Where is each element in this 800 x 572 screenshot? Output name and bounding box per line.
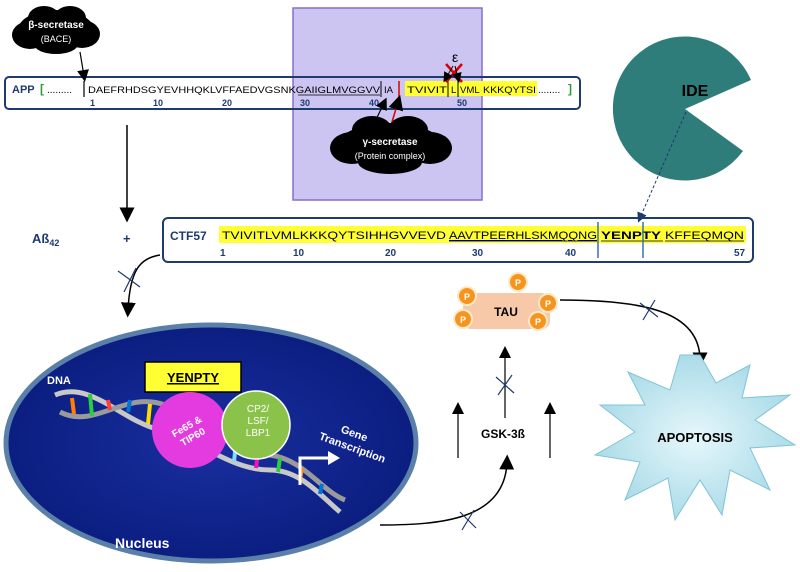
ctf57-tick-10: 10 bbox=[293, 248, 305, 259]
ctf57-seq-a: TVIVITLVMLKKKQYTSIHHGVVEVD bbox=[222, 230, 446, 242]
app-seq-tail: KKKQYTSI bbox=[483, 85, 536, 96]
nucleus-to-gsk-arrow bbox=[379, 454, 515, 526]
ctf57-seq-d: KFFEQMQN bbox=[665, 230, 744, 242]
app-label: APP bbox=[12, 84, 35, 96]
gamma-secretase-cloud: γ-secretase (Protein complex) bbox=[330, 116, 452, 174]
ctf57-tick-20: 20 bbox=[385, 248, 397, 259]
inhibit-mark-3 bbox=[495, 374, 515, 396]
phospho-p5: P bbox=[528, 311, 548, 331]
app-seq-main: DAEFRHDSGYEVHHQKLVFFAEDVGSNKGAIIGLMVGGVV bbox=[88, 85, 381, 96]
ctf57-tick-1: 1 bbox=[220, 248, 226, 259]
app-bracket-open: [ bbox=[40, 82, 44, 96]
app-seq-l: L bbox=[451, 85, 457, 96]
ctf57-label: CTF57 bbox=[170, 229, 207, 243]
svg-text:P: P bbox=[515, 278, 521, 288]
ctf-to-nucleus-arrow bbox=[120, 254, 161, 318]
abeta-main: Aß bbox=[32, 231, 49, 246]
svg-text:P: P bbox=[464, 292, 470, 302]
app-bracket-close: ] bbox=[568, 82, 572, 96]
epsilon-arrow-right bbox=[451, 65, 462, 83]
gamma-secretase-name: γ-secretase bbox=[362, 137, 417, 148]
gamma-arrow-black bbox=[371, 97, 387, 129]
inhibit-mark-1 bbox=[117, 267, 141, 293]
ctf57-yellow-highlight bbox=[219, 226, 746, 243]
ctf57-seq-c: YENPTY bbox=[601, 230, 662, 242]
app-seq-ia: IA bbox=[384, 85, 394, 96]
cp2-line3: LBP1 bbox=[246, 428, 271, 439]
abeta-sub: 42 bbox=[49, 238, 59, 248]
phospho-p4: P bbox=[453, 309, 473, 329]
ctf57-tick-40: 40 bbox=[565, 248, 577, 259]
gene-transcription-arrowhead bbox=[328, 451, 340, 465]
app-tick-1: 1 bbox=[90, 98, 95, 108]
yenpty-label: YENPTY bbox=[167, 370, 219, 385]
app-seq-tv: TVIVIT bbox=[407, 85, 447, 96]
yenpty-box bbox=[144, 361, 242, 393]
ctf57-tick-57: 57 bbox=[734, 248, 746, 259]
cp2-label: CP2/LSF/LBP1 bbox=[246, 404, 271, 439]
app-tick-40: 40 bbox=[369, 98, 379, 108]
ctf57-seq-b: AAVTPEERHLSKMQQNG bbox=[449, 230, 597, 242]
apoptosis-burst bbox=[593, 354, 797, 522]
nucleus-label: Nucleus bbox=[115, 535, 170, 551]
bace-arrow bbox=[77, 51, 89, 82]
app-tick-10: 10 bbox=[153, 98, 163, 108]
ide-label: IDE bbox=[682, 83, 709, 100]
beta-secretase-name: β-secretase bbox=[28, 20, 84, 31]
svg-text:P: P bbox=[545, 299, 551, 309]
phospho-p2: P bbox=[508, 272, 528, 292]
ide-dashed-arrow bbox=[637, 111, 687, 223]
app-tick-30: 30 bbox=[300, 98, 310, 108]
gamma-secretase-sub: (Protein complex) bbox=[355, 151, 426, 161]
ide-shape bbox=[612, 36, 751, 181]
epsilon-label: ε bbox=[452, 49, 458, 65]
app-seq-rest: VML bbox=[460, 85, 480, 96]
phospho-p3: P bbox=[538, 293, 558, 313]
ctf57-box bbox=[162, 217, 754, 263]
app-yellow-highlight bbox=[405, 81, 537, 96]
app-dots-right: ........ bbox=[538, 85, 560, 96]
app-tick-50: 50 bbox=[457, 98, 467, 108]
svg-text:P: P bbox=[460, 315, 466, 325]
svg-text:P: P bbox=[535, 317, 541, 327]
app-sequence-box bbox=[4, 76, 581, 110]
apoptosis-label: APOPTOSIS bbox=[657, 430, 733, 445]
abeta-label: Aß42 bbox=[32, 231, 59, 248]
ctf57-tick-30: 30 bbox=[472, 248, 484, 259]
tau-to-apoptosis-arrow bbox=[559, 299, 708, 368]
beta-secretase-cloud: β-secretase (BACE) bbox=[12, 6, 100, 54]
beta-secretase-sub: (BACE) bbox=[41, 34, 72, 44]
app-tick-20: 20 bbox=[222, 98, 232, 108]
tau-label: TAU bbox=[494, 305, 518, 319]
cp2-line1: CP2/ bbox=[247, 404, 269, 415]
epsilon-arrow-left bbox=[443, 65, 454, 83]
cp2-circle bbox=[221, 390, 291, 460]
fe65-tip60-circle bbox=[152, 392, 228, 468]
gsk-label: GSK-3ß bbox=[481, 427, 525, 441]
inhibit-mark-4 bbox=[639, 299, 659, 321]
gene-transcription-arrow bbox=[298, 456, 328, 485]
dna-label: DNA bbox=[47, 375, 71, 387]
inhibit-mark-2 bbox=[459, 509, 477, 531]
phospho-p1: P bbox=[457, 286, 477, 306]
gamma-arrow-red bbox=[388, 94, 404, 123]
app-dots-left: ......... bbox=[47, 85, 72, 96]
abeta-plus: + bbox=[123, 231, 131, 246]
cp2-line2: LSF/ bbox=[247, 416, 268, 427]
